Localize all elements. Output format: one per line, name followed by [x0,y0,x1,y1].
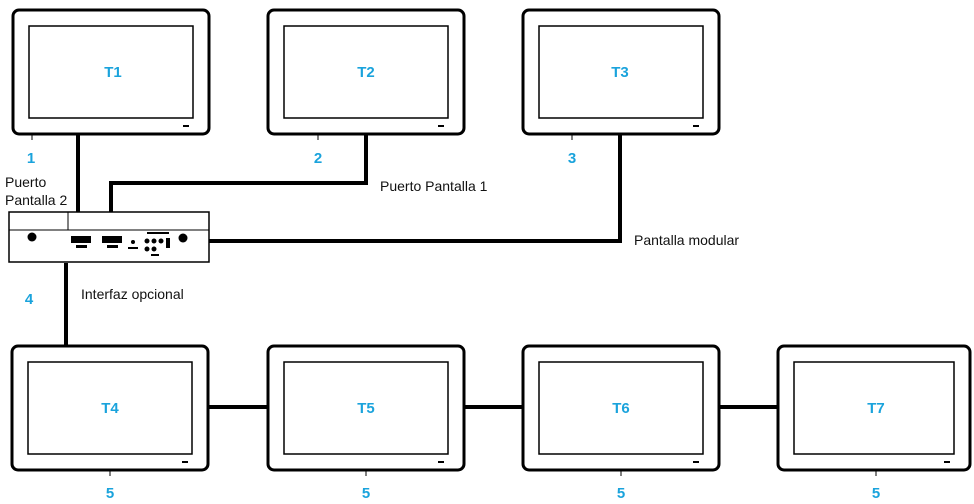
port2-connector-icon [71,236,91,248]
status-indicators-icon [128,232,188,256]
monitor-t7: T7 5 [776,344,972,502]
cables [64,134,778,409]
label-optional-interface: Interfaz opcional [81,286,184,302]
monitor-label: T2 [357,64,375,81]
monitor-label: T6 [612,400,630,417]
monitor-label: T7 [867,400,885,417]
label-modular-display: Pantalla modular [634,232,739,248]
monitor-t4: T4 5 [10,344,210,502]
monitor-t3: T3 3 [521,8,721,167]
monitor-t1: T1 1 [11,8,211,167]
monitor-t5: T5 5 [266,344,466,502]
monitor-label: T5 [357,400,375,417]
label-port2-line2: Pantalla 2 [5,192,67,208]
monitor-label: T1 [104,64,122,81]
monitor-t6: T6 5 [521,344,721,502]
monitor-t2: T2 2 [266,8,466,167]
callout-number: 4 [25,291,34,308]
monitor-label: T4 [101,400,119,417]
label-port2-line1: Puerto [5,174,46,190]
callout-number: 3 [568,150,576,167]
monitor-label: T3 [611,64,629,81]
callout-number: 5 [362,485,370,502]
power-button-icon [27,232,37,242]
label-port1: Puerto Pantalla 1 [380,178,488,194]
cable-t2-to-port1 [109,134,368,236]
callout-number: 5 [617,485,625,502]
control-box: 4 [8,211,210,308]
callout-number: 5 [872,485,880,502]
callout-number: 1 [27,150,35,167]
callout-number: 2 [314,150,322,167]
port1-connector-icon [102,236,122,248]
callout-number: 5 [106,485,114,502]
cable-t3-to-modular [208,134,622,243]
